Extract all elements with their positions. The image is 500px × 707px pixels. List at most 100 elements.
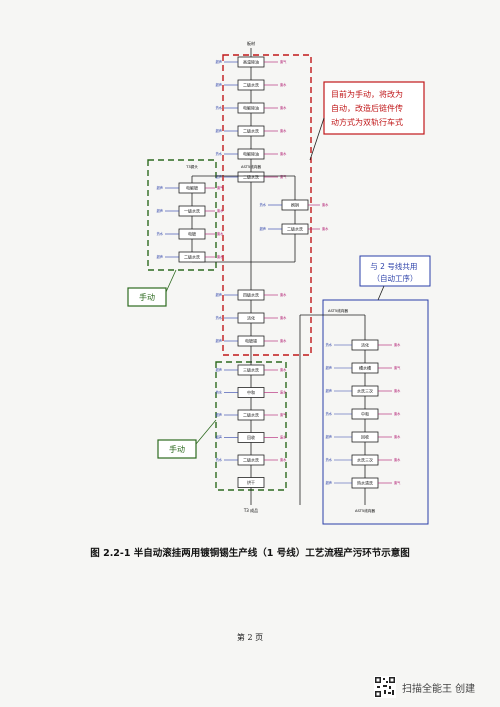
- process-flow-diagram: 目前为手动，将改为 自动，改造后链件传 动方式为双轨行车式 与 2 号线共用 （…: [127, 40, 431, 525]
- svg-text:烘干: 烘干: [247, 479, 255, 485]
- flow-bottom-label: T3 成品: [243, 507, 258, 513]
- left-top-label: T3铜头: [185, 164, 198, 169]
- callout-blue-box: [359, 255, 431, 287]
- lower-step-box: 中和: [237, 387, 265, 398]
- center-step-input-label: 超声: [216, 292, 222, 297]
- lower-step-input-label: 超声: [216, 367, 222, 372]
- svg-text:一级水洗: 一级水洗: [184, 207, 200, 213]
- right-step-box: 二级水洗: [281, 223, 309, 235]
- main-step-output-label: 废水: [280, 128, 287, 133]
- center-step-box: 活化: [237, 312, 265, 324]
- main-step-input-label: 超声: [216, 59, 222, 64]
- lower-step-output-label: 废水: [280, 435, 287, 440]
- right2-step-input-label: 超声: [326, 365, 332, 370]
- scanner-watermark: 扫描全能王 创建: [374, 676, 475, 698]
- svg-text:活化: 活化: [247, 314, 255, 320]
- callout-red-box: [323, 81, 425, 135]
- main-step-input-label: 超声: [216, 128, 222, 133]
- svg-text:水洗三次: 水洗三次: [357, 456, 373, 462]
- callout-red-text: 目前为手动，将改为 自动，改造后链件传 动方式为双轨行车式: [331, 89, 406, 127]
- svg-text:二级水洗: 二级水洗: [243, 411, 259, 417]
- svg-text:二级水洗: 二级水洗: [243, 127, 259, 133]
- right2-step-box: 中和: [351, 408, 379, 420]
- main-step-box: 电解除油: [237, 148, 265, 160]
- right2-step-input-label: 超声: [326, 388, 332, 393]
- main-step-output-label: 废气: [280, 174, 287, 179]
- svg-text:回收: 回收: [247, 434, 255, 440]
- svg-text:二级水洗: 二级水洗: [243, 456, 259, 462]
- right2-step-box: 水洗三次: [351, 454, 379, 466]
- right2-step-output-label: 废水: [394, 342, 401, 347]
- lower-step-box: 烘干: [237, 477, 265, 488]
- left-step-box: 二级水洗: [178, 251, 206, 263]
- machine-label: AST5线向器: [241, 164, 261, 169]
- svg-text:刷铜: 刷铜: [291, 201, 299, 207]
- svg-text:水洗三次: 水洗三次: [357, 387, 373, 393]
- svg-text:热水清洗: 热水清洗: [357, 479, 373, 485]
- main-step-output-label: 废水: [280, 151, 287, 156]
- main-step-input-label: 超声: [216, 174, 222, 179]
- center-step-output-label: 废水: [280, 315, 287, 320]
- lower-step-input-label: 热水: [216, 390, 223, 395]
- right-step-output-label: 废水: [322, 202, 329, 207]
- lower-step-box: 三级水洗: [237, 364, 265, 376]
- right-step-input-label: 超声: [260, 226, 266, 231]
- scanner-text: 扫描全能王 创建: [402, 683, 476, 695]
- center-step-box: 电镀锡: [237, 335, 265, 347]
- right2-step-input-label: 热水: [326, 457, 333, 462]
- lower-step-output-label: 废水: [280, 457, 287, 462]
- right2-step-output-label: 废水: [394, 388, 401, 393]
- main-step-input-label: 热水: [216, 151, 223, 156]
- main-step-box: 二级水洗: [237, 171, 265, 183]
- right2-step-output-label: 废水: [394, 457, 401, 462]
- center-step-input-label: 热水: [216, 315, 223, 320]
- lower-step-output-label: 废水: [280, 367, 287, 372]
- right2-step-input-label: 超声: [326, 434, 332, 439]
- main-step-box: 电解除油: [237, 102, 265, 114]
- center-step-input-label: 超声: [216, 338, 222, 343]
- manual-label-box-1: [127, 287, 167, 307]
- left-step-output-label: 废气: [217, 185, 224, 190]
- right2-step-output-label: 废气: [394, 480, 401, 485]
- lower-step-box: 回收: [237, 432, 265, 443]
- svg-text:中和: 中和: [247, 389, 255, 395]
- main-step-input-label: 超声: [216, 82, 222, 87]
- svg-text:活化: 活化: [361, 341, 369, 347]
- right2-step-output-label: 废水: [394, 434, 401, 439]
- right2-step-box: 回收: [351, 431, 379, 443]
- svg-text:二级水洗: 二级水洗: [287, 225, 303, 231]
- right2-step-box: 槽水槽: [351, 362, 379, 374]
- manual-label-1: 手动: [139, 292, 155, 302]
- manual-region-green-1: [147, 159, 217, 271]
- main-step-output-label: 废水: [280, 82, 287, 87]
- shared-region-blue: [322, 299, 429, 525]
- left-step-box: 电镀: [178, 228, 206, 240]
- right2-step-input-label: 热水: [326, 411, 333, 416]
- right-step-input-label: 热水: [260, 202, 267, 207]
- svg-text:中和: 中和: [361, 410, 369, 416]
- left-step-output-label: 废水: [217, 231, 224, 236]
- main-step-output-label: 废水: [280, 105, 287, 110]
- lower-step-output-label: 废水: [280, 390, 287, 395]
- center-step-output-label: 废水: [280, 292, 287, 297]
- left-step-input-label: 超声: [157, 208, 163, 213]
- svg-text:电解镀: 电解镀: [186, 184, 198, 190]
- main-step-output-label: 废气: [280, 59, 287, 64]
- svg-text:回收: 回收: [361, 433, 369, 439]
- right2-step-output-label: 废水: [394, 411, 401, 416]
- svg-text:四级水洗: 四级水洗: [243, 291, 259, 297]
- right-step-box: 刷铜: [281, 199, 309, 211]
- manual-label-box-2: [157, 439, 197, 459]
- lower-step-output-label: 废气: [280, 412, 287, 417]
- right2-step-input-label: 热水: [326, 342, 333, 347]
- left-step-input-label: 超声: [157, 254, 163, 259]
- svg-text:槽水槽: 槽水槽: [359, 364, 371, 370]
- lower-step-box: 二级水洗: [237, 454, 265, 466]
- left-step-output-label: 废水: [217, 208, 224, 213]
- lower-step-input-label: 超声: [216, 435, 222, 440]
- qr-code-icon: [374, 676, 396, 698]
- right2-step-box: 活化: [351, 339, 379, 351]
- right2-step-box: 水洗三次: [351, 385, 379, 397]
- right-step-output-label: 废水: [322, 226, 329, 231]
